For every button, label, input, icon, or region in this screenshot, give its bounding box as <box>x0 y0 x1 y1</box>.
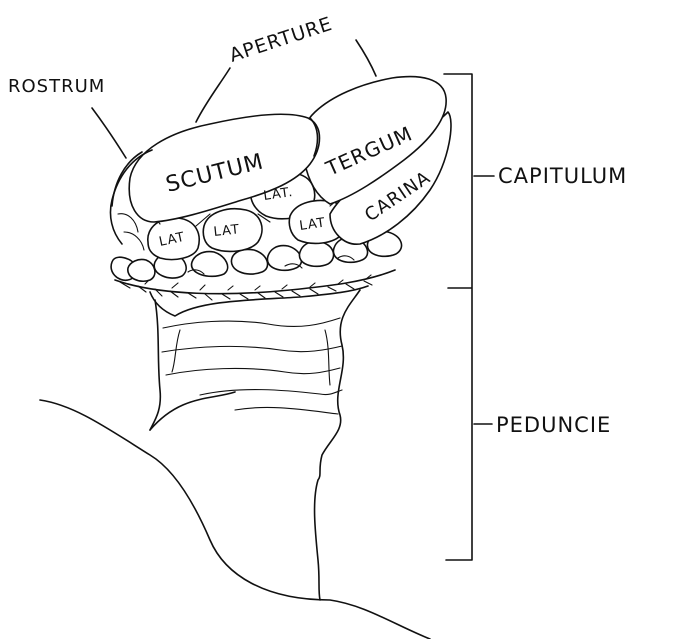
substrate-outline <box>40 400 430 639</box>
label-capitulum: CAPITULUM <box>498 164 627 188</box>
peduncle <box>150 290 360 600</box>
aperture-leader-right <box>356 40 376 76</box>
label-aperture: APERTURE <box>227 13 336 67</box>
label-peduncle: PEDUNCIE <box>496 413 611 437</box>
label-rostrum: ROSTRUM <box>8 76 105 97</box>
label-lat-2: LAT <box>213 222 241 240</box>
rostrum-leader <box>92 108 126 158</box>
aperture-leader-left <box>196 68 230 122</box>
